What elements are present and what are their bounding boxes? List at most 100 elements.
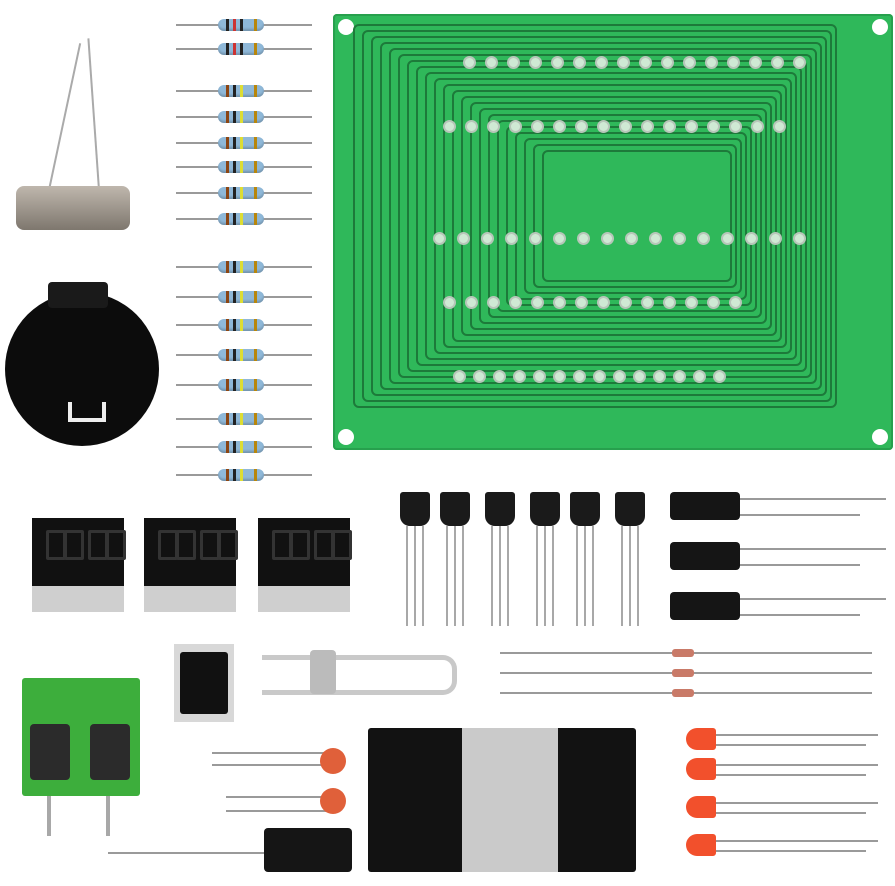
resistor-band	[233, 85, 236, 97]
resistor-band	[254, 213, 257, 225]
solder-pad	[457, 232, 470, 245]
display-digit	[290, 530, 310, 560]
transistor-lead	[629, 526, 631, 626]
transistor-body	[440, 492, 470, 526]
resistor-body	[218, 349, 264, 361]
resistor-body	[218, 213, 264, 225]
diode-body	[672, 669, 694, 677]
capacitor-lead	[212, 764, 327, 766]
transistor-lead	[499, 526, 501, 626]
pcb-trace	[380, 42, 822, 390]
resistor-band	[233, 261, 236, 273]
terminal-screw	[90, 724, 130, 780]
pcb-trace	[362, 30, 832, 402]
solder-pad	[673, 232, 686, 245]
terminal-pin	[106, 796, 110, 836]
capacitor-lead	[740, 548, 886, 550]
solder-pad	[633, 370, 646, 383]
solder-pad	[641, 120, 654, 133]
resistor-body	[218, 379, 264, 391]
pcb-trace	[533, 144, 737, 288]
led-body	[686, 728, 716, 750]
transistor-lead	[454, 526, 456, 626]
resistor-body	[218, 137, 264, 149]
resistor-band	[240, 441, 243, 453]
solder-pad	[595, 56, 608, 69]
resistor-band	[226, 319, 229, 331]
resistor-band	[240, 413, 243, 425]
solder-pad	[673, 370, 686, 383]
resistor-band	[226, 469, 229, 481]
resistor-band	[254, 19, 257, 31]
pcb-trace	[425, 72, 797, 360]
resistor-band	[226, 261, 229, 273]
solder-pad	[749, 56, 762, 69]
button-cap	[180, 652, 228, 714]
solder-pad	[619, 120, 632, 133]
solder-pad	[619, 296, 632, 309]
battery-holder-body	[5, 292, 159, 446]
solder-pad	[505, 232, 518, 245]
resistor-band	[226, 349, 229, 361]
resistor-band	[240, 19, 243, 31]
solder-pad	[577, 232, 590, 245]
led-body	[686, 834, 716, 856]
pcb-trace	[371, 36, 827, 396]
crystal-lead	[48, 43, 82, 191]
solder-pad	[575, 296, 588, 309]
crystal-body	[16, 186, 130, 230]
solder-pad	[597, 120, 610, 133]
solder-pad	[553, 120, 566, 133]
resistor-band	[240, 319, 243, 331]
resistor-band	[226, 111, 229, 123]
resistor-band	[240, 85, 243, 97]
mounting-hole	[338, 429, 354, 445]
transistor-lead	[446, 526, 448, 626]
solder-pad	[465, 296, 478, 309]
resistor-band	[240, 137, 243, 149]
solder-pad	[707, 296, 720, 309]
display-digit	[314, 530, 334, 560]
pcb-trace	[416, 66, 802, 366]
display-pins	[32, 586, 124, 612]
solder-pad	[663, 120, 676, 133]
battery-clip	[48, 282, 108, 308]
transistor-body	[570, 492, 600, 526]
transistor-lead	[552, 526, 554, 626]
pcb-board	[333, 14, 893, 450]
resistor-body	[218, 469, 264, 481]
capacitor-body	[264, 828, 352, 872]
solder-pad	[773, 120, 786, 133]
resistor-band	[226, 187, 229, 199]
solder-pad	[453, 370, 466, 383]
solder-pad	[443, 120, 456, 133]
solder-pad	[697, 232, 710, 245]
solder-pad	[793, 232, 806, 245]
solder-pad	[493, 370, 506, 383]
transistor-lead	[536, 526, 538, 626]
led-body	[686, 796, 716, 818]
resistor-band	[254, 469, 257, 481]
resistor-band	[240, 161, 243, 173]
solder-pad	[729, 120, 742, 133]
transistor-lead	[422, 526, 424, 626]
resistor-band	[240, 187, 243, 199]
resistor-band	[254, 161, 257, 173]
display-digit	[64, 530, 84, 560]
display-pins	[144, 586, 236, 612]
socket-tape	[462, 728, 558, 872]
resistor-band	[240, 379, 243, 391]
solder-pad	[433, 232, 446, 245]
resistor-body	[218, 441, 264, 453]
transistor-lead	[414, 526, 416, 626]
transistor-body	[485, 492, 515, 526]
resistor-band	[226, 43, 229, 55]
transistor-body	[615, 492, 645, 526]
solder-pad	[481, 232, 494, 245]
resistor-band	[233, 319, 236, 331]
resistor-band	[233, 469, 236, 481]
capacitor-lead	[226, 810, 326, 812]
diode-body	[672, 689, 694, 697]
solder-pad	[613, 370, 626, 383]
